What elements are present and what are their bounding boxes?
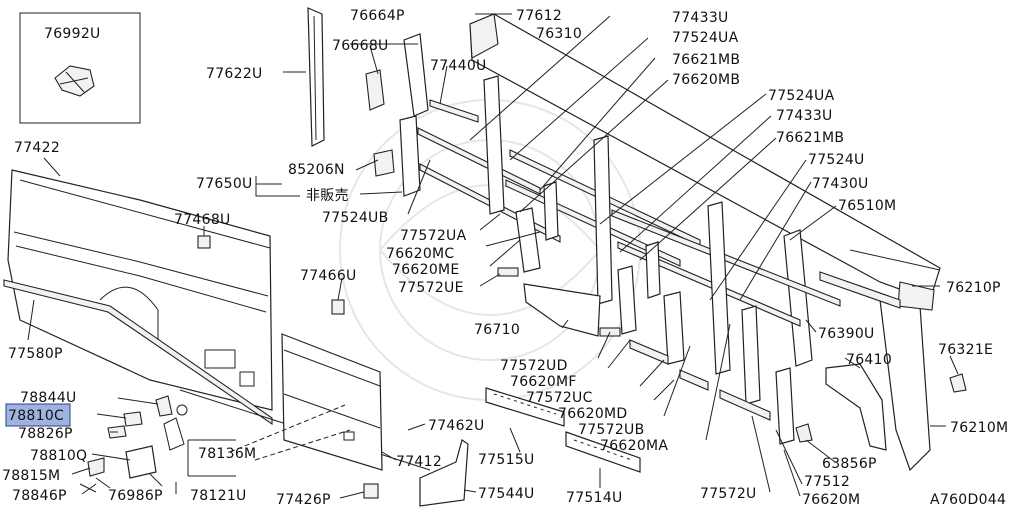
block-77572UE [497,267,519,277]
label-77612: 77612 [516,8,562,24]
label-77524UA-a: 77524UA [672,30,739,46]
label-77412: 77412 [396,454,442,470]
clip-77466U [331,299,345,315]
label-77572UB: 77572UB [578,422,645,438]
clip-76321E [949,373,967,393]
label-hihanbai: 非販売 [306,188,349,204]
label-77572UA: 77572UA [400,228,467,244]
label-76210M: 76210M [950,420,1008,436]
label-77572UE: 77572UE [398,280,464,296]
label-78810Q: 78810Q [30,448,87,464]
label-78826P: 78826P [18,426,73,442]
tailgate-panel-77422 [7,169,273,411]
label-76621MB-b: 76621MB [776,130,844,146]
lock-assembly [79,395,188,493]
label-76668U: 76668U [332,38,389,54]
rear-pillar-76210M [879,299,931,472]
perforated-strip-77515U [485,387,565,427]
bracket-76710 [523,283,601,337]
label-77524U: 77524U [808,152,865,168]
rear-cap-76210P [897,281,935,311]
block-77572U [719,389,771,421]
label-78846P: 78846P [12,488,67,504]
label-76620ME: 76620ME [392,262,460,278]
label-77572UD: 77572UD [500,358,568,374]
label-78815M: 78815M [2,468,60,484]
label-77515U: 77515U [478,452,535,468]
clip-77468U [197,235,211,249]
label-78121U: 78121U [190,488,247,504]
reinforcements [483,75,795,445]
bracket-76668U [365,69,385,111]
leader-lines [27,13,959,499]
stay-76664P [403,33,429,117]
bracket-77544U [419,439,469,507]
label-76710: 76710 [474,322,520,338]
label-76986P: 76986P [108,488,163,504]
label-76410: 76410 [846,352,892,368]
label-77468U: 77468U [174,212,231,228]
label-76510M: 76510M [838,198,896,214]
label-78844U: 78844U [20,390,77,406]
perforated-strip-77514U [565,431,641,473]
label-77512: 77512 [804,474,850,490]
label-77430U: 77430U [812,176,869,192]
label-76620MD: 76620MD [558,406,628,422]
label-76620M: 76620M [802,492,860,508]
part-labels: 76992U 77422 77468U 77466U 77580P 77622U… [2,8,1008,508]
label-76620MA: 76620MA [600,438,668,454]
label-77466U: 77466U [300,268,357,284]
inset-box-76992U [19,12,141,124]
label-77572UC: 77572UC [526,390,593,406]
label-76210P: 76210P [946,280,1001,296]
gate-panel-77412 [281,333,383,471]
label-77462U: 77462U [428,418,485,434]
bracket-77650U [255,176,300,197]
label-77622U: 77622U [206,66,263,82]
label-76621MB-a: 76621MB [672,52,740,68]
label-77572U: 77572U [700,486,757,502]
diagram-code: A760D044 [930,492,1006,508]
label-77433U-b: 77433U [776,108,833,124]
label-76664P: 76664P [350,8,405,24]
label-63856P: 63856P [822,456,877,472]
clip-85206N [373,149,395,177]
label-77650U: 77650U [196,176,253,192]
label-77524UB: 77524UB [322,210,389,226]
finisher-strip-77580P [3,279,273,426]
highlight-78810C [5,403,71,427]
label-76620MF: 76620MF [510,374,577,390]
label-76620MC: 76620MC [386,246,455,262]
label-77422: 77422 [14,140,60,156]
dash-guides [229,404,351,461]
pillar-76510M [783,229,813,367]
label-76390U: 76390U [818,326,875,342]
label-77440U: 77440U [430,58,487,74]
label-77426P: 77426P [276,492,331,508]
block-77572UB [679,369,709,391]
stay-77650U [399,115,421,197]
label-76992U: 76992U [44,26,101,42]
label-78810C: 78810C [8,408,64,424]
clip-77426P [363,483,379,499]
pillar-77622U [307,7,325,147]
panel-76410 [825,363,887,451]
label-76321E: 76321E [938,342,993,358]
label-76310: 76310 [536,26,582,42]
label-77580P: 77580P [8,346,63,362]
label-77524UA-b: 77524UA [768,88,835,104]
clip-63856P [795,423,813,443]
label-77544U: 77544U [478,486,535,502]
label-85206N: 85206N [288,162,345,178]
block-77572UC [629,339,669,365]
label-77514U: 77514U [566,490,623,506]
label-76620MB: 76620MB [672,72,740,88]
label-77433U-a: 77433U [672,10,729,26]
bracket-78136M [187,439,236,477]
label-78136M: 78136M [198,446,256,462]
